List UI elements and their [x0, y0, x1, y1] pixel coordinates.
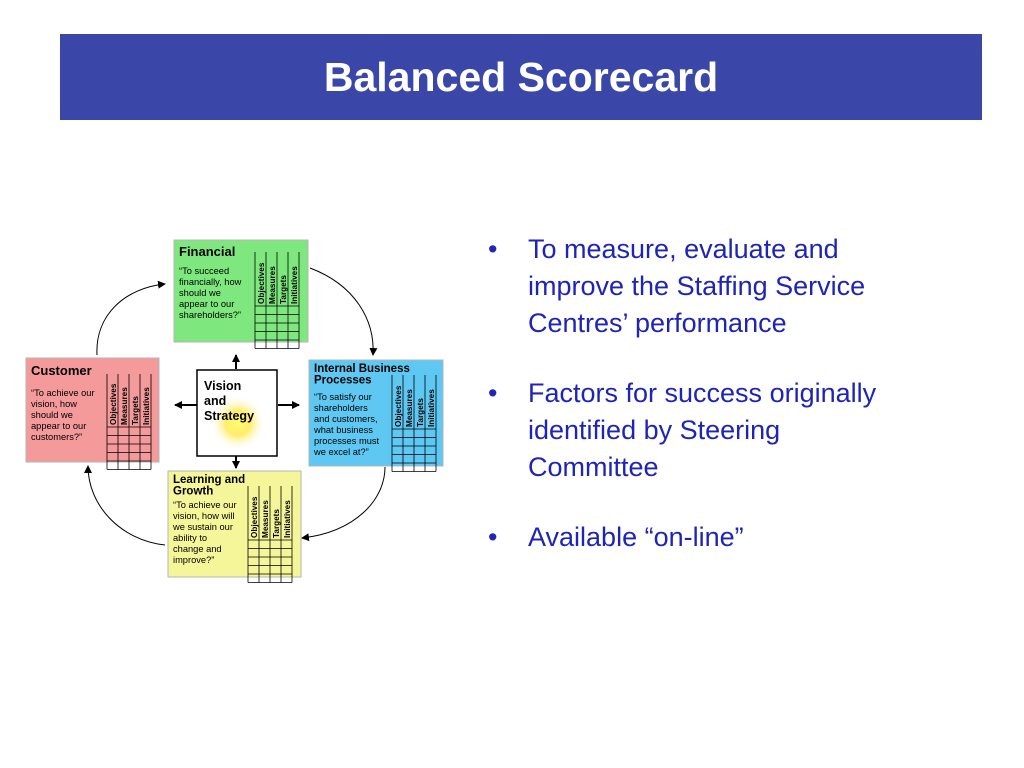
financial-box-bg	[173, 239, 309, 343]
bullet-marker: •	[488, 234, 498, 264]
financial-column-header: Objectives	[257, 262, 266, 304]
customer-question-line: appear to our	[31, 421, 86, 431]
financial-question-line: “To succeed	[179, 266, 229, 276]
vision-line-2: and	[204, 394, 226, 408]
customer-column-header: Initiatives	[142, 387, 151, 425]
financial-column-header: Targets	[279, 275, 288, 304]
vision-strategy-box	[196, 369, 278, 457]
customer-box-bg	[25, 357, 160, 463]
internal-column-header: Objectives	[394, 385, 403, 427]
internal-question-line: we excel at?”	[313, 447, 369, 457]
internal-grid	[391, 375, 437, 472]
bullet-marker: •	[488, 378, 498, 408]
customer-question-line: vision, how	[31, 399, 77, 409]
slide-title: Balanced Scorecard	[323, 53, 719, 100]
customer-question-line: customers?”	[31, 432, 82, 442]
bullet-line: Committee	[528, 452, 659, 482]
financial-column-header: Measures	[268, 266, 277, 304]
learning-column-header: Measures	[261, 500, 270, 538]
bullet-list: • To measure, evaluate and improve the S…	[488, 231, 988, 556]
customer-title: Customer	[31, 363, 92, 378]
customer-column-header: Targets	[131, 396, 140, 425]
bullet-marker: •	[488, 522, 498, 552]
bullet-line: Centres’ performance	[528, 308, 787, 338]
learning-question-line: we sustain our	[172, 522, 233, 532]
internal-question-line: “To satisfy our	[314, 392, 372, 402]
learning-question-line: ability to	[173, 533, 207, 543]
customer-column-header: Measures	[120, 387, 129, 425]
internal-column-header: Measures	[405, 389, 414, 427]
vision-line-1: Vision	[204, 379, 241, 393]
vision-glow	[210, 395, 266, 451]
financial-column-header: Initiatives	[290, 266, 299, 304]
bullet-item-1: • To measure, evaluate and improve the S…	[488, 231, 988, 342]
internal-box-bg	[308, 359, 444, 467]
financial-question-line: appear to our	[179, 299, 234, 309]
internal-title-line: Processes	[314, 375, 372, 387]
learning-question-line: change and	[173, 544, 222, 554]
bullet-line: Available “on-line”	[528, 522, 744, 552]
cycle-arrow-financial-to-internal	[309, 267, 378, 356]
internal-column-header: Targets	[416, 398, 425, 427]
cycle-arrow-learning-to-customer	[84, 465, 166, 546]
financial-question-line: should we	[179, 288, 221, 298]
bullet-item-3: • Available “on-line”	[488, 519, 988, 556]
customer-column-header: Objectives	[109, 383, 118, 425]
learning-column-header: Objectives	[250, 496, 259, 538]
learning-grid	[247, 486, 293, 583]
customer-question-line: should we	[31, 410, 73, 420]
financial-title-line: Financial	[179, 244, 235, 259]
learning-question-line: improve?”	[173, 555, 214, 565]
internal-question-line: shareholders	[314, 403, 368, 413]
customer-grid	[106, 374, 152, 470]
internal-column-header: Initiatives	[427, 389, 436, 427]
learning-column-header: Targets	[272, 509, 281, 538]
internal-question-line: what business	[313, 425, 373, 435]
cycle-arrow-customer-to-financial	[96, 280, 166, 356]
learning-title-line: Growth	[173, 486, 213, 498]
internal-title-line: Internal Business	[314, 363, 410, 375]
financial-title: Financial	[179, 244, 235, 259]
vision-line-3: Strategy	[204, 409, 254, 423]
financial-grid	[254, 252, 300, 349]
learning-question-line: “To achieve our	[173, 500, 237, 510]
bullet-line: identified by Steering	[528, 415, 781, 445]
internal-question-line: and customers,	[314, 414, 378, 424]
center-arrows	[174, 354, 300, 469]
learning-box-bg	[167, 470, 302, 578]
learning-title-line: Learning and	[173, 474, 245, 486]
bullet-line: To measure, evaluate and	[528, 234, 839, 264]
financial-question-line: shareholders?”	[179, 310, 241, 320]
learning-column-header: Initiatives	[283, 500, 292, 538]
internal-question-line: processes must	[314, 436, 380, 446]
learning-question-line: vision, how will	[173, 511, 234, 521]
bullet-line: improve the Staffing Service	[528, 271, 866, 301]
customer-title-line: Customer	[31, 363, 92, 378]
customer-question-line: “To achieve our	[31, 388, 95, 398]
cycle-arrow-internal-to-learning	[301, 466, 386, 542]
bullet-item-2: • Factors for success originally identif…	[488, 375, 988, 486]
bullet-line: Factors for success originally	[528, 378, 877, 408]
title-banner: Balanced Scorecard	[60, 34, 982, 120]
vision-strategy-label: Vision and Strategy	[204, 379, 254, 423]
financial-question-line: financially, how	[179, 277, 242, 287]
